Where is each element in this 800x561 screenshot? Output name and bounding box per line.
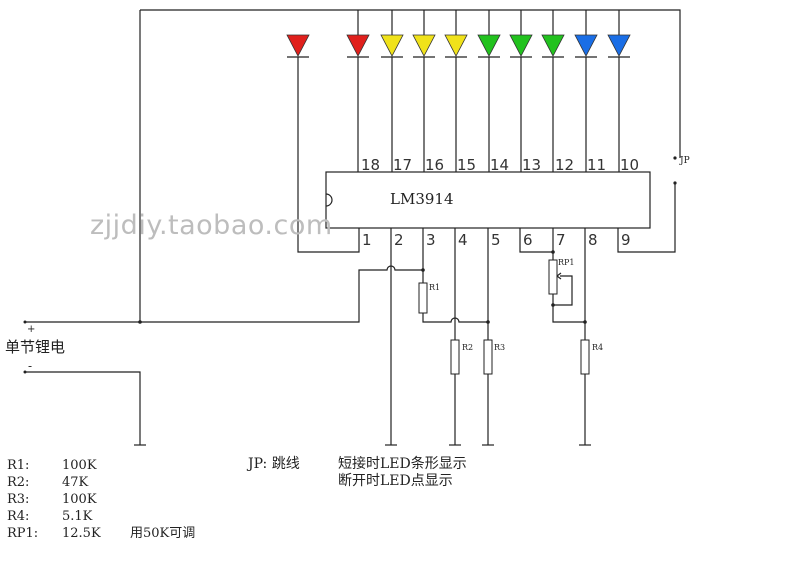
legend-value: 47K (62, 475, 89, 490)
led-triangle (541, 34, 565, 57)
jp-label: JP (679, 156, 690, 166)
battery-plus-label: + (27, 324, 35, 335)
led-8 (541, 10, 565, 58)
battery-label: 单节锂电 (5, 338, 65, 356)
supply-wire (25, 265, 423, 323)
r1-label: R1 (429, 283, 440, 292)
pin3-wire (422, 228, 488, 323)
jp-contact-top (673, 156, 677, 160)
pin-label-2: 2 (394, 231, 404, 249)
led-7 (509, 10, 533, 58)
legend-value: 100K (62, 458, 97, 473)
led-triangle (574, 34, 598, 57)
legend-name: R2: (7, 475, 30, 490)
legend-value: 12.5K (62, 526, 101, 541)
legend-row-r4: R4: 5.1K (7, 508, 195, 525)
led-9 (574, 10, 598, 58)
pin-label-17: 17 (393, 156, 412, 174)
led-4 (412, 10, 436, 58)
led-5 (444, 10, 468, 58)
pin-label-6: 6 (523, 231, 533, 249)
pin9-wire (617, 183, 676, 253)
pin1-wire (297, 57, 360, 253)
legend-value: 5.1K (62, 509, 93, 524)
legend-row-r1: R1: 100K (7, 457, 195, 474)
led-triangle (286, 34, 310, 57)
jp-legend: JP: 跳线 短接时LED条形显示 断开时LED点显示 (248, 456, 467, 490)
junctions (23, 250, 587, 374)
legend-row-r2: R2: 47K (7, 474, 195, 491)
battery-minus-label: - (28, 359, 32, 373)
resistor-r3 (483, 339, 493, 375)
resistor-r2 (450, 339, 460, 375)
led-triangle (607, 34, 631, 57)
led-triangle (412, 34, 436, 57)
led-10 (607, 10, 631, 58)
r3-label: R3 (494, 343, 505, 352)
rp1-label: RP1 (558, 258, 575, 267)
led-triangle (380, 34, 404, 57)
pin-label-15: 15 (457, 156, 476, 174)
jp-legend-label: JP: 跳线 (248, 456, 300, 472)
legend-value: 100K (62, 492, 97, 507)
led-triangle (444, 34, 468, 57)
pin-label-14: 14 (490, 156, 509, 174)
legend-name: RP1: (7, 526, 39, 541)
legend-name: R3: (7, 492, 30, 507)
watermark: zjjdiy.taobao.com (90, 210, 333, 241)
pin-label-9: 9 (621, 231, 631, 249)
pin-label-5: 5 (491, 231, 501, 249)
led-array (286, 10, 631, 58)
ground-wire (25, 371, 141, 445)
rp1-wiper-arrow (556, 272, 562, 280)
led-triangle (509, 34, 533, 57)
pin-label-18: 18 (361, 156, 380, 174)
legend-note: 用50K可调 (130, 526, 196, 541)
led-triangle (346, 34, 370, 57)
pin-label-1: 1 (362, 231, 372, 249)
ic-body (325, 171, 651, 229)
pin-label-8: 8 (588, 231, 598, 249)
pin-label-3: 3 (426, 231, 436, 249)
r2-label: R2 (462, 343, 473, 352)
pin-label-7: 7 (556, 231, 566, 249)
led-2 (346, 10, 370, 58)
pin6-wire (519, 228, 553, 253)
pin-label-16: 16 (425, 156, 444, 174)
pin-label-4: 4 (458, 231, 468, 249)
jp-closed-text: 短接时LED条形显示 (338, 456, 467, 472)
top-rail-wire (140, 9, 681, 158)
legend-name: R4: (7, 509, 30, 524)
led-triangle (477, 34, 501, 57)
resistor-r4 (580, 339, 590, 375)
led-3 (380, 10, 404, 58)
pin-label-12: 12 (555, 156, 574, 174)
pin-label-10: 10 (620, 156, 639, 174)
pin-label-13: 13 (522, 156, 541, 174)
pin-label-11: 11 (587, 156, 606, 174)
component-legend: R1: 100K R2: 47K R3: 100K R4: 5.1K RP1: 12.5K… (7, 457, 195, 542)
led-1 (286, 34, 310, 58)
ic-label: LM3914 (390, 190, 454, 208)
r4-label: R4 (592, 343, 603, 352)
led-6 (477, 10, 501, 58)
legend-row-r3: R3: 100K (7, 491, 195, 508)
ic-notch (325, 193, 333, 207)
jp-open-text: 断开时LED点显示 (338, 473, 453, 489)
potentiometer-rp1 (548, 259, 558, 295)
resistor-r1 (418, 282, 428, 314)
legend-name: R1: (7, 458, 30, 473)
legend-row-rp1: RP1: 12.5K 用50K可调 (7, 525, 195, 542)
